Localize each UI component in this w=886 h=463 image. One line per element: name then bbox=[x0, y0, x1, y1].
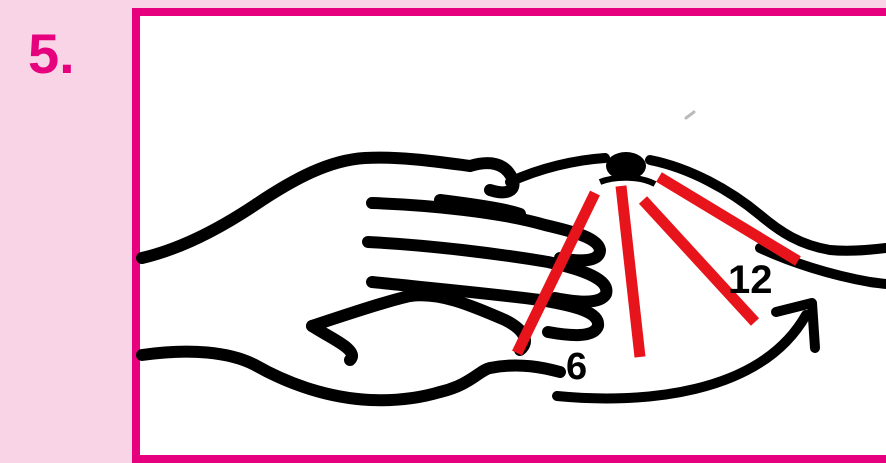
end-label: 12 bbox=[728, 258, 773, 302]
radial-line bbox=[621, 186, 640, 357]
hand-icon bbox=[142, 158, 606, 401]
start-label: 6 bbox=[566, 346, 587, 388]
